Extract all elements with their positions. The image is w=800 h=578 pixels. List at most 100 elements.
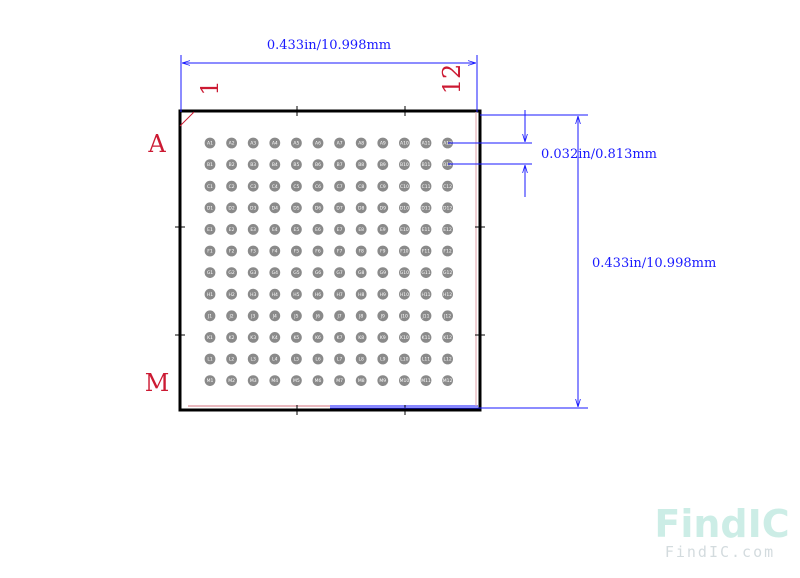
ball-label-H10: H10 xyxy=(400,292,409,298)
ball-label-A1: A1 xyxy=(207,141,213,147)
ball-label-B3: B3 xyxy=(250,162,256,168)
ball-C5 xyxy=(291,180,302,192)
ball-K7 xyxy=(334,332,345,343)
ball-B1 xyxy=(204,159,216,171)
ball-B10 xyxy=(399,159,410,171)
ball-G8 xyxy=(355,267,367,278)
ball-label-F4: F4 xyxy=(272,249,278,255)
ball-K11 xyxy=(420,332,432,343)
ball-H10 xyxy=(399,288,410,300)
ball-label-F9: F9 xyxy=(380,249,386,255)
ball-label-G7: G7 xyxy=(336,270,342,276)
ball-label-G8: G8 xyxy=(358,270,364,276)
ball-L3 xyxy=(247,353,259,365)
ball-label-C5: C5 xyxy=(293,184,299,190)
ball-label-A9: A9 xyxy=(380,141,386,147)
pitch-dimension: 0.032in/0.813mm xyxy=(448,110,657,197)
ball-label-H1: H1 xyxy=(207,292,213,298)
ball-F8 xyxy=(355,245,367,257)
ball-label-K4: K4 xyxy=(272,335,278,341)
ball-E3 xyxy=(247,224,259,235)
ball-J1 xyxy=(204,310,216,322)
ball-H9 xyxy=(377,288,389,300)
ball-label-F10: F10 xyxy=(400,249,408,255)
ball-L8 xyxy=(355,353,367,365)
ball-label-H9: H9 xyxy=(380,292,386,298)
ball-J6 xyxy=(312,310,324,322)
ball-J11 xyxy=(420,310,432,322)
ball-B6 xyxy=(312,159,324,171)
ball-label-C4: C4 xyxy=(272,184,278,190)
ball-B4 xyxy=(269,159,281,171)
ball-C11 xyxy=(420,180,432,192)
ball-F7 xyxy=(334,245,345,257)
ball-A12 xyxy=(442,137,453,149)
ball-label-C8: C8 xyxy=(358,184,364,190)
ball-label-D9: D9 xyxy=(380,205,386,211)
ball-label-F8: F8 xyxy=(358,249,364,255)
ball-label-G1: G1 xyxy=(207,270,213,276)
ball-label-M3: M3 xyxy=(250,378,257,384)
ball-D12 xyxy=(442,202,453,214)
ball-label-J5: J5 xyxy=(293,313,298,319)
ball-label-G6: G6 xyxy=(315,270,321,276)
ball-K1 xyxy=(204,332,216,343)
ball-D8 xyxy=(355,202,367,214)
ball-label-M1: M1 xyxy=(207,378,214,384)
ball-D7 xyxy=(334,202,345,214)
ball-label-H8: H8 xyxy=(358,292,364,298)
ball-G7 xyxy=(334,267,345,278)
ball-label-B2: B2 xyxy=(229,162,235,168)
ball-D3 xyxy=(247,202,259,214)
ball-D5 xyxy=(291,202,302,214)
ball-label-L10: L10 xyxy=(400,357,408,363)
ball-K4 xyxy=(269,332,281,343)
ball-label-H2: H2 xyxy=(228,292,234,298)
ball-E5 xyxy=(291,224,302,235)
ball-E8 xyxy=(355,224,367,235)
height-dimension-label: 0.433in/10.998mm xyxy=(592,256,716,271)
ball-label-D1: D1 xyxy=(207,205,213,211)
ball-label-D12: D12 xyxy=(443,205,452,211)
ball-label-K1: K1 xyxy=(207,335,213,341)
ball-label-E12: E12 xyxy=(443,227,452,233)
ball-F3 xyxy=(247,245,259,257)
watermark-main-text: FindIC xyxy=(654,502,789,546)
ball-label-F12: F12 xyxy=(443,249,451,255)
ball-M6 xyxy=(312,375,324,386)
ball-label-J6: J6 xyxy=(315,313,320,319)
ball-label-C2: C2 xyxy=(229,184,235,190)
ball-A7 xyxy=(334,137,345,149)
ball-F2 xyxy=(226,245,238,257)
ball-label-E6: E6 xyxy=(315,227,321,233)
ball-H4 xyxy=(269,288,281,300)
ball-K5 xyxy=(291,332,302,343)
ball-label-K9: K9 xyxy=(380,335,386,341)
ball-label-J1: J1 xyxy=(207,313,212,319)
ball-D2 xyxy=(226,202,238,214)
ball-F10 xyxy=(399,245,410,257)
ball-label-K3: K3 xyxy=(250,335,256,341)
ball-label-D8: D8 xyxy=(358,205,364,211)
package-outline xyxy=(175,106,485,415)
ball-label-B1: B1 xyxy=(207,162,213,168)
ball-label-B10: B10 xyxy=(400,162,409,168)
ball-F6 xyxy=(312,245,324,257)
ball-B3 xyxy=(247,159,259,171)
ball-label-H7: H7 xyxy=(336,292,342,298)
ball-label-E10: E10 xyxy=(400,227,409,233)
ball-M9 xyxy=(377,375,389,386)
ball-M3 xyxy=(247,375,259,386)
ball-F9 xyxy=(377,245,389,257)
ball-C3 xyxy=(247,180,259,192)
ball-L5 xyxy=(291,353,302,365)
ball-H12 xyxy=(442,288,453,300)
ball-label-L1: L1 xyxy=(207,357,213,363)
ball-C6 xyxy=(312,180,324,192)
ball-label-F7: F7 xyxy=(337,249,343,255)
ball-label-C11: C11 xyxy=(422,184,431,190)
ball-J7 xyxy=(334,310,345,322)
watermark-sub: FindIC.com xyxy=(665,543,775,561)
ball-G2 xyxy=(226,267,238,278)
ball-F11 xyxy=(420,245,432,257)
